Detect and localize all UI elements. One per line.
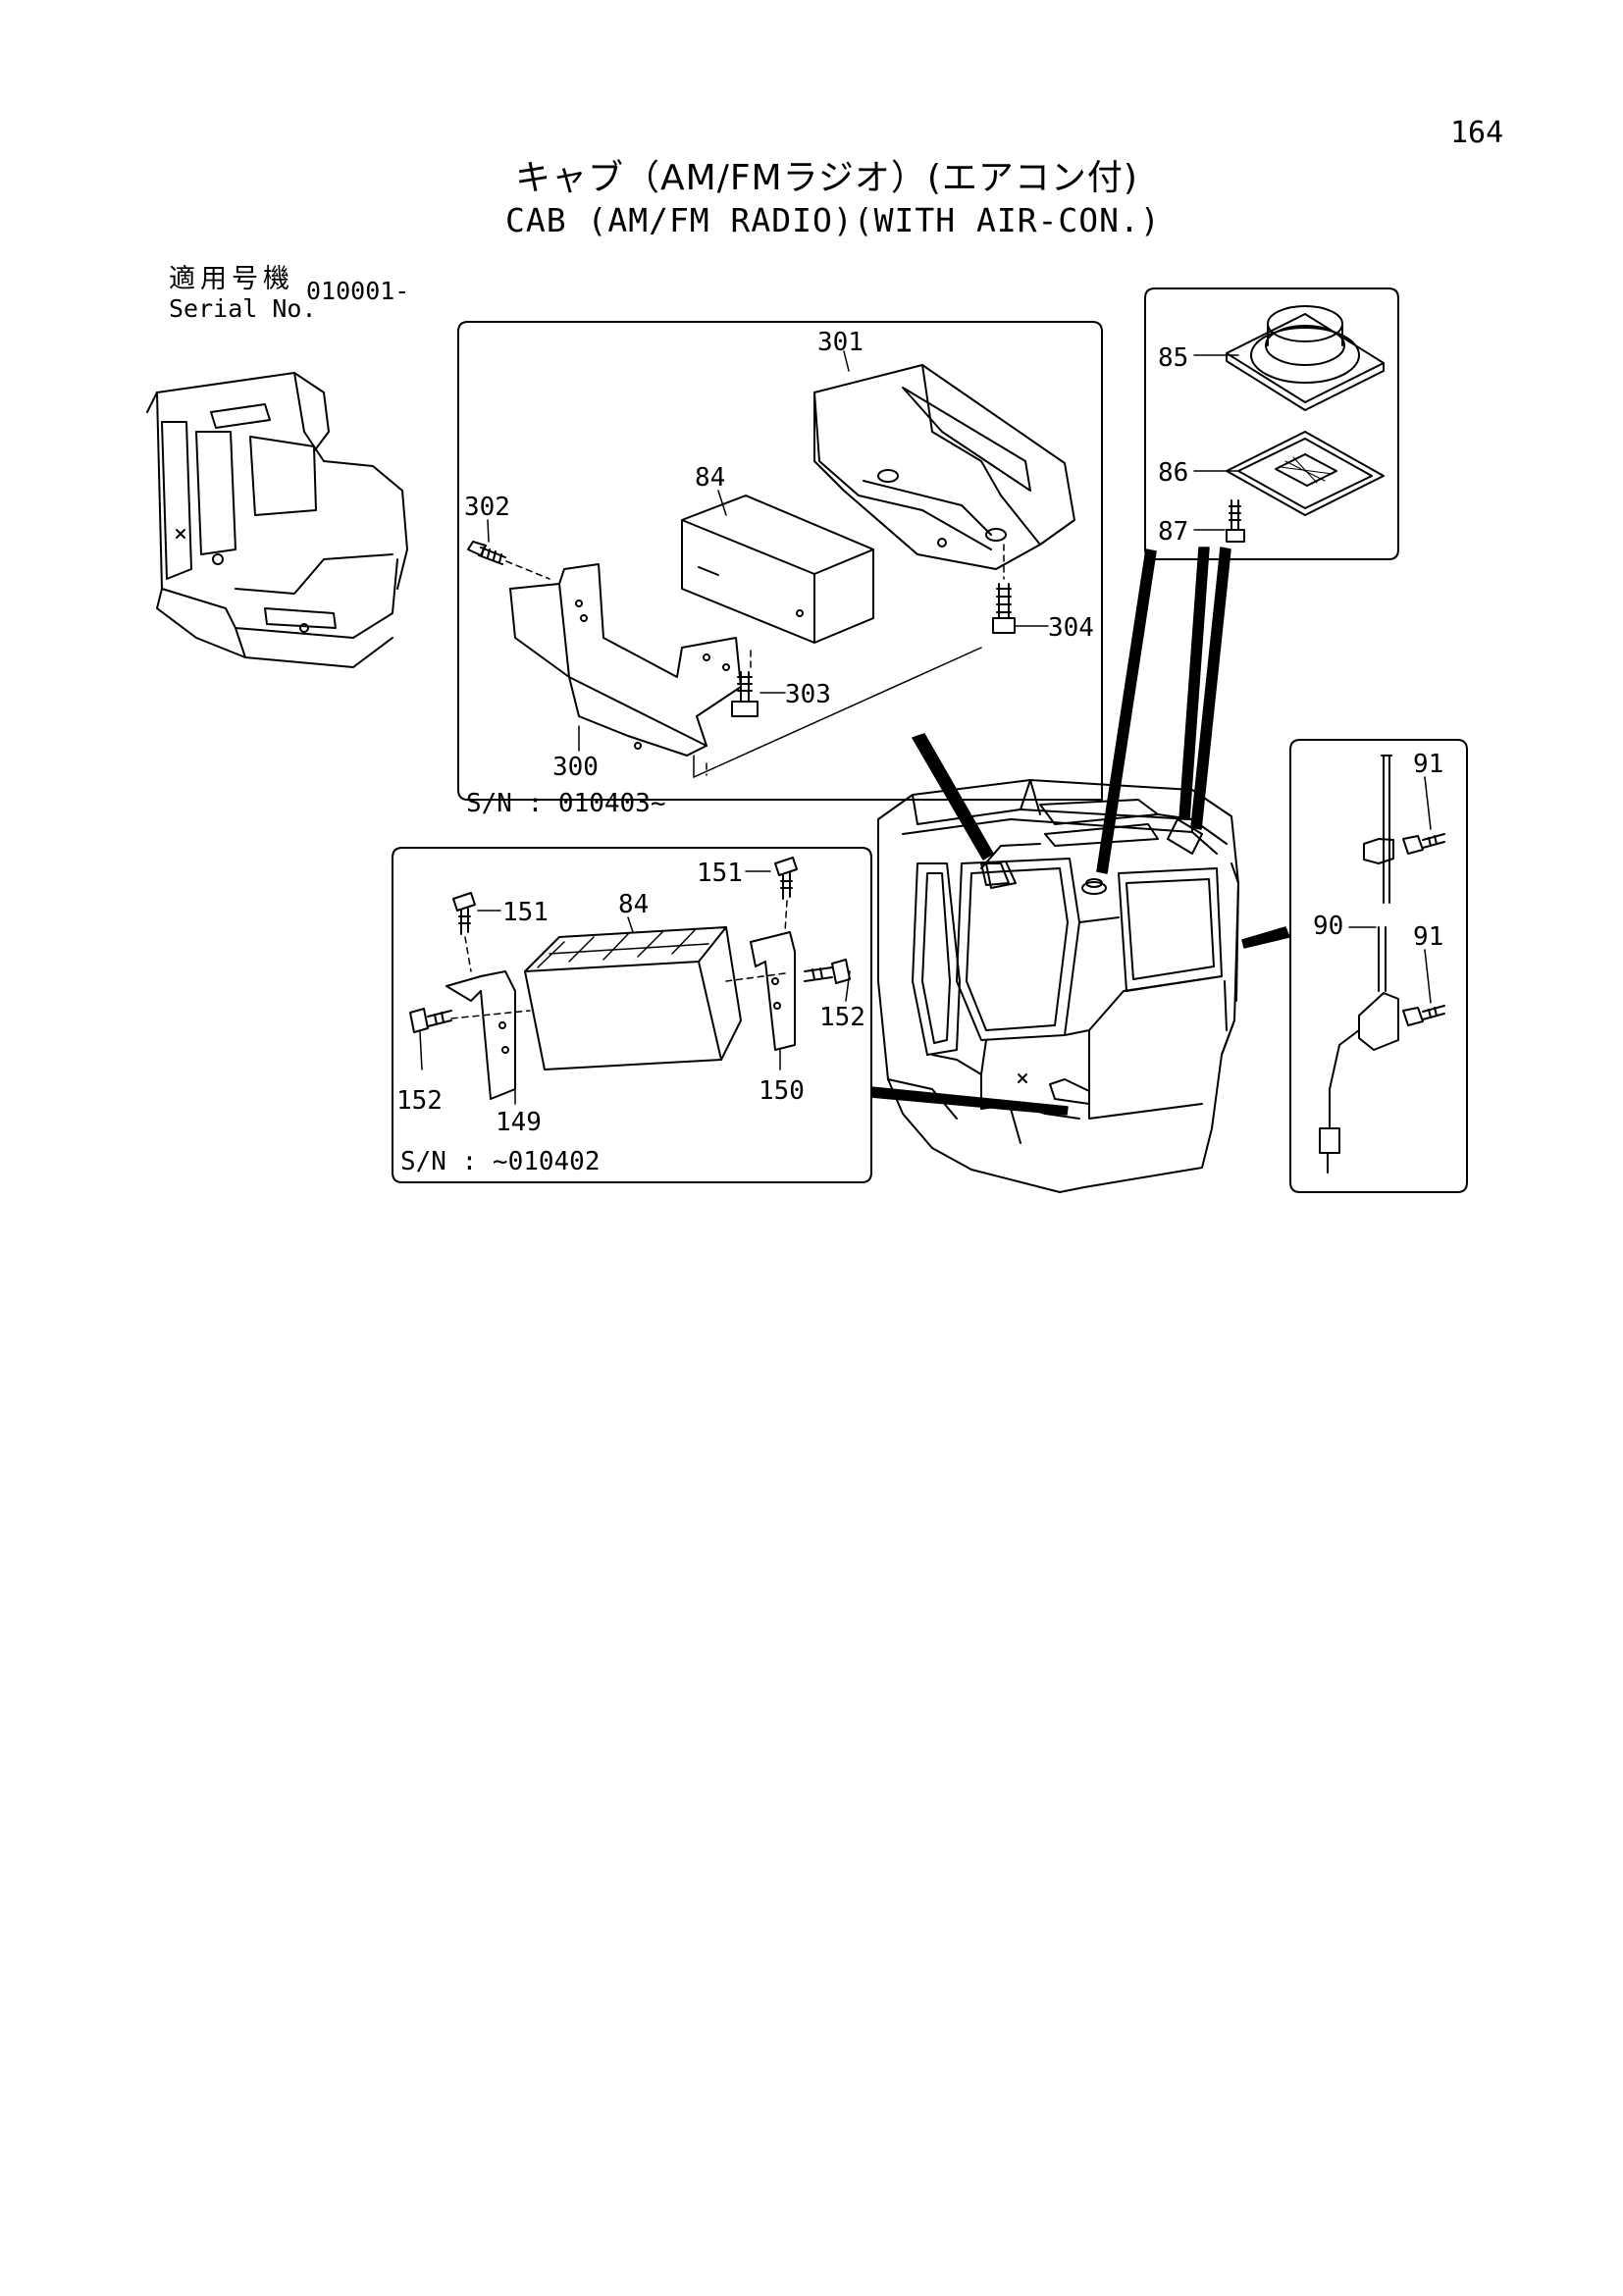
part-149-bracket [445,970,516,1100]
page-title-jp: キャブ（AM/FMラジオ）(エアコン付) [515,158,1138,198]
label-87: 87 [1158,517,1188,547]
part-151-bolt-left [452,892,476,935]
part-91-screw-lower [1402,1005,1445,1026]
sn-upper: S/N : 010403~ [466,789,666,818]
leader-lines-lower [419,870,851,1105]
part-90-antenna [1319,755,1399,1174]
assembly-guides-upper [505,544,1005,776]
part-91-screw-upper [1402,833,1445,855]
label-84-upper: 84 [695,463,725,493]
label-84-lower: 84 [618,890,649,919]
leader-lines-antenna [1348,776,1432,1004]
part-152-bolt-left [409,1008,452,1033]
label-300: 300 [552,753,599,782]
label-302: 302 [464,493,510,522]
label-304: 304 [1048,613,1094,643]
part-304-bolt [992,583,1016,634]
assembly-guides-lower [450,900,788,1019]
serial-label-en: Serial No. [169,294,317,323]
panel-frame-speaker [1144,287,1399,560]
part-150-bracket [750,931,796,1051]
part-303-bolt [731,671,759,717]
panel-frame-lower-left [392,847,872,1183]
leader-lines-upper [487,350,1049,778]
part-85-speaker [1226,305,1385,411]
panel-frame-upper-left [457,321,1103,801]
panel-frame-antenna [1289,739,1468,1193]
label-152-left: 152 [396,1086,443,1116]
leader-lines-speaker [1193,354,1239,531]
part-151-bolt-right [774,857,798,900]
part-labels: 301 84 302 304 303 300 S/N : 010403~ 85 … [396,328,1443,1176]
part-84-radio-upper [681,495,874,644]
label-86: 86 [1158,458,1188,488]
label-303: 303 [785,680,831,709]
label-91-lower: 91 [1413,922,1443,952]
label-91-upper: 91 [1413,750,1443,779]
label-151-right: 151 [697,859,743,888]
part-84-radio-lower [524,926,742,1070]
machine-overview-illustration [146,372,408,668]
label-149: 149 [496,1108,542,1137]
page-title-en: CAB (AM/FM RADIO)(WITH AIR-CON.) [505,201,1161,239]
serial-label-jp: 適用号機 [169,264,294,294]
serial-value: 010001- [306,277,410,305]
part-152-bolt-right [804,959,851,984]
sn-lower: S/N : ~010402 [400,1147,601,1176]
label-90: 90 [1313,912,1343,941]
label-301: 301 [817,328,864,357]
page-number: 164 [1450,116,1504,150]
part-86-grille [1226,431,1385,516]
cab-body [877,779,1239,1193]
label-150: 150 [759,1076,805,1106]
label-85: 85 [1158,343,1188,373]
label-152-right: 152 [819,1003,865,1032]
part-301-cover [813,364,1075,570]
callout-pointers [870,547,1290,1116]
part-87-screw [1226,499,1245,543]
part-302-bolt [467,541,506,565]
label-151-left: 151 [502,898,549,927]
part-300-bracket [509,563,742,757]
